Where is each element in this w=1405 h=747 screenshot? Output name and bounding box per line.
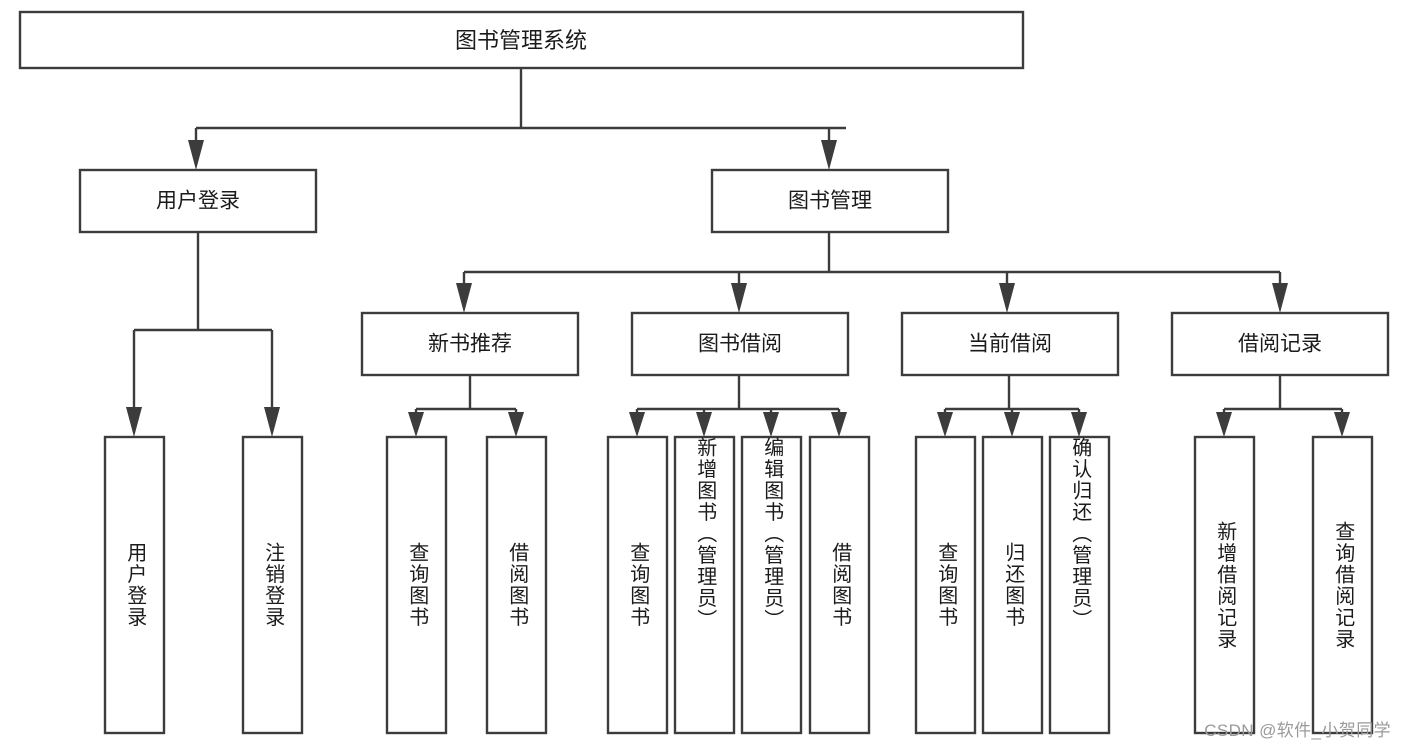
- arrowhead-leaf-query-record: [1334, 412, 1350, 437]
- node-new-book-recommend-box[interactable]: [360, 311, 580, 377]
- arrowhead-leaf-add-book: [696, 412, 712, 437]
- arrowhead-leaf-edit-book: [763, 412, 779, 437]
- leaf-box-add-record[interactable]: [1193, 435, 1256, 735]
- node-book-management-box[interactable]: [710, 168, 950, 234]
- leaf-box-borrow-book-1[interactable]: [485, 435, 548, 735]
- leaf-box-add-book[interactable]: [673, 435, 736, 735]
- connector-root-to-level2: [188, 68, 846, 170]
- arrowhead-leaf-user-login: [126, 407, 142, 437]
- node-user-login-label: 用户登录: [156, 190, 240, 213]
- leaf-box-query-record[interactable]: [1311, 435, 1374, 735]
- leaf-box-query-book-3[interactable]: [914, 435, 977, 735]
- node-new-book-recommend-label: 新书推荐: [428, 333, 512, 356]
- arrowhead-leaf-logout: [264, 407, 280, 437]
- node-book-borrow-label: 图书借阅: [698, 333, 782, 356]
- arrowhead-leaf-query-book-2: [629, 412, 645, 437]
- leaf-box-confirm-return[interactable]: [1048, 435, 1111, 735]
- node-borrow-record-box[interactable]: [1170, 311, 1390, 377]
- connector-user-login-to-leaves: [126, 232, 280, 437]
- connector-borrow-record-to-leaves: [1216, 375, 1350, 437]
- arrowhead-book-borrow: [731, 283, 747, 313]
- leaf-box-query-book-1[interactable]: [385, 435, 448, 735]
- arrowhead-new-book-recommend: [456, 283, 472, 313]
- connector-book-borrow-to-leaves: [629, 375, 847, 437]
- connector-current-borrow-to-leaves: [937, 375, 1087, 437]
- arrowhead-leaf-add-record: [1216, 412, 1232, 437]
- connector-new-book-to-leaves: [408, 375, 524, 437]
- arrowhead-leaf-query-book-3: [937, 412, 953, 437]
- arrowhead-borrow-record: [1272, 283, 1288, 313]
- leaf-box-query-book-2[interactable]: [606, 435, 669, 735]
- node-book-management-label: 图书管理: [788, 190, 872, 213]
- arrowhead-leaf-borrow-book-2: [831, 412, 847, 437]
- connector-book-management-to-level3: [456, 232, 1288, 313]
- node-root-label: 图书管理系统: [455, 28, 587, 53]
- node-book-borrow-box[interactable]: [630, 311, 850, 377]
- arrowhead-book-management: [821, 140, 837, 170]
- leaf-box-borrow-book-2[interactable]: [808, 435, 871, 735]
- arrowhead-leaf-query-book-1: [408, 412, 424, 437]
- node-current-borrow-label: 当前借阅: [968, 333, 1052, 356]
- leaf-box-edit-book[interactable]: [740, 435, 803, 735]
- leaf-box-logout-login[interactable]: [241, 435, 304, 735]
- node-borrow-record-label: 借阅记录: [1238, 333, 1322, 356]
- arrowhead-leaf-borrow-book-1: [508, 412, 524, 437]
- csdn-watermark: CSDN @软件_小贺同学: [1204, 721, 1391, 740]
- arrowhead-leaf-confirm-return: [1071, 412, 1087, 437]
- node-root-box[interactable]: [18, 10, 1025, 70]
- arrowhead-leaf-return-book: [1004, 412, 1020, 437]
- leaf-box-return-book[interactable]: [981, 435, 1044, 735]
- arrowhead-current-borrow: [999, 283, 1015, 313]
- node-current-borrow-box[interactable]: [900, 311, 1120, 377]
- arrowhead-user-login: [188, 140, 204, 170]
- leaf-box-user-login[interactable]: [103, 435, 166, 735]
